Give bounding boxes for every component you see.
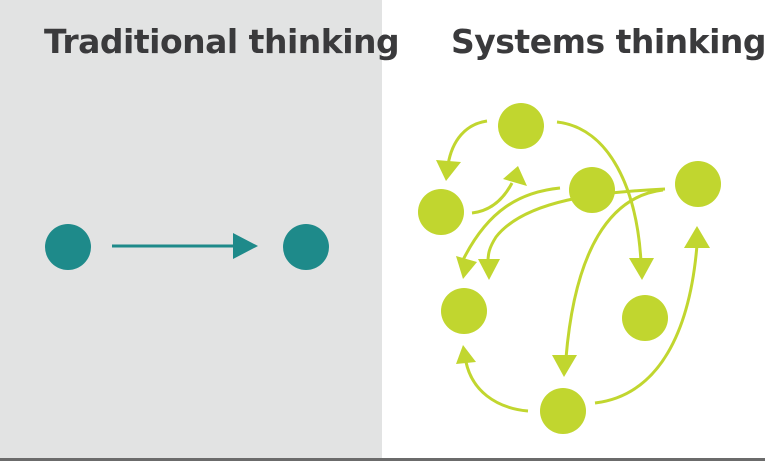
- systems-diagram: [418, 103, 721, 434]
- effect-node: [283, 224, 329, 270]
- arrowhead-n7-to-n5: [456, 345, 476, 364]
- edge-n7-to-n4: [594, 244, 699, 405]
- edge-n1-to-n6: [556, 120, 643, 263]
- cause-effect-arrowhead: [233, 233, 258, 259]
- edge-n3-to-n5-a: [461, 186, 561, 261]
- arrowhead-n4-to-n7: [552, 355, 577, 377]
- edge-n4-to-n7: [564, 188, 664, 359]
- arrowhead-n7-to-n4: [684, 226, 710, 248]
- arrowhead-n1-to-n6: [629, 258, 654, 280]
- node-n4: [675, 161, 721, 207]
- edge-n2-to-n1: [471, 182, 514, 215]
- edge-n4-to-n5-b: [486, 187, 666, 263]
- node-n7: [540, 388, 586, 434]
- traditional-diagram: [45, 224, 329, 270]
- bottom-border: [0, 458, 765, 461]
- arrowhead-n3-to-n5-a: [456, 256, 477, 279]
- node-n1: [498, 103, 544, 149]
- cause-node: [45, 224, 91, 270]
- edge-n1-to-n2: [446, 119, 488, 166]
- systems-thinking-title: Systems thinking: [451, 22, 765, 61]
- node-n6: [622, 295, 668, 341]
- node-n2: [418, 189, 464, 235]
- arrowhead-n2-to-n1: [503, 166, 527, 186]
- arrowhead-n1-to-n2: [436, 160, 461, 181]
- arrowhead-n4-to-n5-b: [478, 259, 500, 280]
- traditional-thinking-title: Traditional thinking: [44, 22, 400, 61]
- node-n5: [441, 288, 487, 334]
- node-n3: [569, 167, 615, 213]
- edge-n7-to-n5: [464, 361, 529, 413]
